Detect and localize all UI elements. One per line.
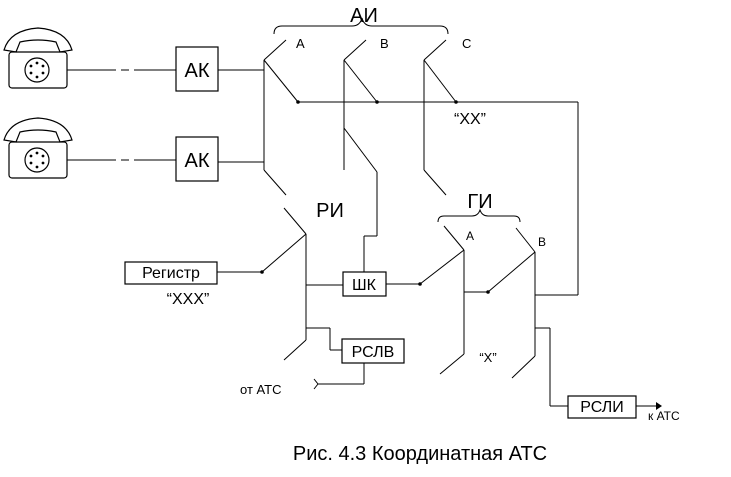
ai-column-b-label: B [380,36,389,51]
ak-box-1: АК [175,46,219,92]
ai-column-a [263,39,299,196]
ri-label: РИ [316,200,344,222]
register-label: Регистр [142,265,200,282]
to-ats-label: к АТС [648,409,680,423]
gi-column-a [419,225,490,375]
ai-column-c-label: C [462,36,471,51]
xx-label: “XX” [454,111,486,128]
to-ats-arrow [636,402,662,410]
ai-column-c [423,39,457,196]
ai-label: АИ [350,5,378,27]
rslv-label: РСЛВ [352,344,395,361]
ai-column-a-label: A [296,36,305,51]
from-ats-line [313,363,365,390]
rsli-label: РСЛИ [580,399,624,416]
ri-column [260,207,343,361]
gi-label: ГИ [467,191,492,213]
ai-link-line [296,100,579,295]
telephone-icon-1 [3,27,73,89]
rslv-box: РСЛВ [341,338,405,364]
gi-column-b-label: B [538,235,546,249]
gi-brace [437,208,521,223]
shk-label: ШК [352,277,377,294]
register-box: Регистр [124,261,218,285]
from-ats-label: от АТС [240,382,282,397]
rsli-box: РСЛИ [567,395,637,419]
x-label: “X” [479,350,496,365]
ak-label-1: АК [185,60,210,82]
ai-column-b [343,39,378,173]
shk-box: ШК [342,271,387,297]
figure-caption: Рис. 4.3 Координатная АТС [293,443,547,465]
gi-column-a-label: A [466,229,474,243]
ai-brace [273,17,449,35]
ak-label-2: АК [185,150,210,172]
telephone-icon-2 [3,117,73,179]
ak-box-2: АК [175,136,219,182]
gi-column-b [487,227,578,407]
xxx-label: “XXX” [167,291,210,308]
